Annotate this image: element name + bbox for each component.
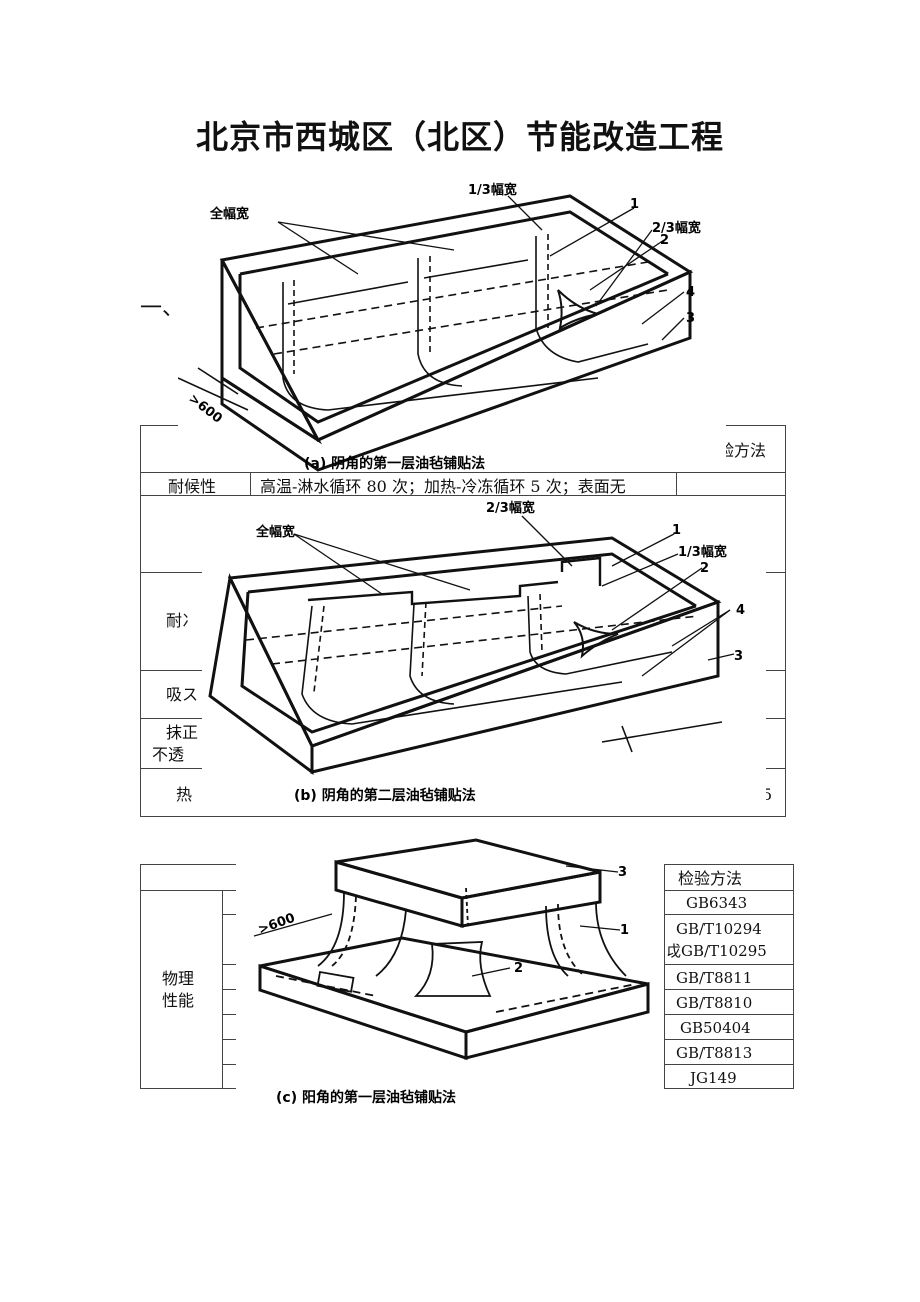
fig-b-label-n3: 3 <box>734 649 743 664</box>
fig-b-caption: (b) 阴角的第二层油毡铺贴法 <box>294 787 476 804</box>
figure-c: 3 1 2 >600 (c) 阳角的第一层油毡铺贴法 <box>236 826 664 1108</box>
fig-a-label-n3: 3 <box>686 311 695 326</box>
figure-b: 全幅宽 2/3幅宽 1 1/3幅宽 2 4 3 (b) 阴角的第二层油毡铺贴法 <box>202 496 766 808</box>
table2-method-4: GB/T8811 <box>676 969 753 987</box>
fig-a-label-two-third: 2/3幅宽 <box>652 220 701 236</box>
fig-c-label-n1: 1 <box>620 923 629 938</box>
table1-row4-label-a: 抹正 <box>166 723 199 742</box>
table2-method-5: GB/T8810 <box>676 994 753 1012</box>
figure-a: 全幅宽 1/3幅宽 1 2/3幅宽 2 4 3 >600 (a) 阴角的第一层油… <box>178 178 726 472</box>
fig-a-label-n4: 4 <box>686 285 695 300</box>
fig-b-label-two-third: 2/3幅宽 <box>486 500 535 516</box>
table1-header-method: 验方法 <box>718 441 767 460</box>
fig-b-label-n4: 4 <box>736 603 745 618</box>
fig-b-label-one-third: 1/3幅宽 <box>678 544 727 560</box>
table1-row1-text: 高温-淋水循环 80 次；加热-冷冻循环 5 次；表面无 <box>260 477 626 496</box>
table1-row2-label: 耐冫 <box>166 611 199 630</box>
table2-header-method: 检验方法 <box>678 869 743 888</box>
fig-b-label-full-width: 全幅宽 <box>255 524 295 540</box>
table1-row5-tail: 5 <box>762 785 773 804</box>
table1-row4-label-b: 不透 <box>152 745 185 764</box>
fig-c-label-n2: 2 <box>514 961 523 976</box>
table2-method-3: 戉GB/T10295 <box>666 942 767 960</box>
table2-method-8: JG149 <box>690 1069 737 1087</box>
fig-b-label-n2: 2 <box>700 561 709 576</box>
fig-c-caption: (c) 阳角的第一层油毡铺贴法 <box>276 1089 456 1106</box>
table1-row5-label: 热 <box>176 785 193 804</box>
table2-method-7: GB/T8813 <box>676 1044 753 1062</box>
fig-c-label-n3: 3 <box>618 865 627 880</box>
table1-row3-label: 吸ス <box>166 685 199 704</box>
fig-a-label-n1: 1 <box>630 197 639 212</box>
table2-group-label: 物理 性能 <box>162 969 195 1010</box>
table2-method-2: GB/T10294 <box>676 920 762 938</box>
fig-c-label-dim: >600 <box>256 911 297 938</box>
fig-a-label-one-third: 1/3幅宽 <box>468 182 517 198</box>
fig-a-label-full-width: 全幅宽 <box>209 206 249 222</box>
fig-b-label-n1: 1 <box>672 523 681 538</box>
table1-row1-label: 耐候性 <box>168 477 217 496</box>
page-title: 北京市西城区（北区）节能改造工程 <box>195 118 724 156</box>
fig-a-caption: (a) 阴角的第一层油毡铺贴法 <box>304 455 485 472</box>
table2-method-6: GB50404 <box>680 1019 751 1037</box>
table2-method-1: GB6343 <box>686 894 748 912</box>
section-number: 一、 <box>140 296 185 321</box>
fig-a-label-n2: 2 <box>660 233 669 248</box>
